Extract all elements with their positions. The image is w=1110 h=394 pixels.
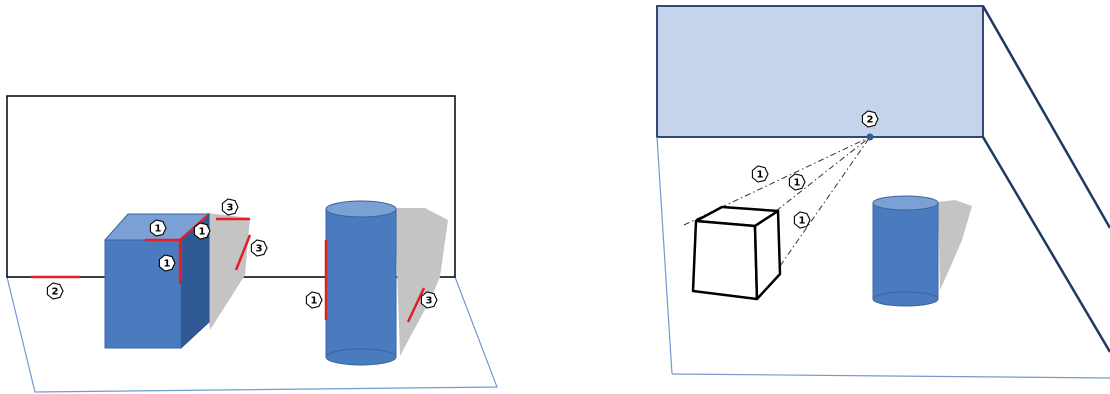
right-cylinder-shadow [938, 200, 972, 290]
left-cube-shadow [207, 213, 250, 330]
right-back-wall [656, 5, 984, 138]
right-wireframe-cube [691, 205, 782, 301]
marker-label: 3 [426, 296, 433, 307]
marker-left-shadow-top: 3 [221, 198, 239, 216]
marker-label: 1 [311, 296, 318, 307]
marker-label: 1 [164, 259, 171, 270]
left-red-cube-diagonal [179, 215, 208, 241]
marker-left-cube-vertical-edge: 1 [158, 254, 176, 272]
marker-label: 1 [199, 227, 206, 238]
marker-left-cube-top-edge: 1 [149, 219, 167, 237]
vanishing-point-dot [866, 133, 874, 141]
right-wall-bottom-edge [981, 136, 1110, 353]
marker-label: 3 [227, 203, 234, 214]
marker-label: 1 [155, 224, 162, 235]
marker-left-cylinder-edge: 1 [305, 291, 323, 309]
right-cylinder-bottom [872, 291, 939, 307]
left-scene: 1 1 1 1 2 3 3 3 [6, 95, 498, 393]
marker-right-converging-c: 1 [793, 211, 811, 229]
left-cylinder-bottom [325, 348, 397, 366]
right-floor-front-edge [671, 373, 1110, 379]
marker-left-cylinder-shadow: 3 [420, 291, 438, 309]
left-cylinder-top [325, 200, 397, 218]
right-wall-top-edge [981, 5, 1110, 229]
marker-label: 1 [794, 178, 801, 189]
left-red-shadow-diagonal [234, 234, 252, 271]
converging-line-b [775, 136, 871, 212]
marker-left-cube-right-edge: 1 [193, 222, 211, 240]
right-scene: 2 1 1 1 [656, 5, 1110, 379]
marker-right-converging-b: 1 [788, 173, 806, 191]
left-cylinder-body [325, 208, 397, 358]
converging-line-a [683, 136, 871, 226]
marker-right-converging-a: 1 [751, 165, 769, 183]
marker-label: 3 [256, 244, 263, 255]
marker-left-shadow-diagonal: 3 [250, 239, 268, 257]
marker-left-horizon: 2 [46, 282, 64, 300]
left-cylinder-shadow [395, 208, 448, 356]
marker-label: 1 [799, 216, 806, 227]
marker-label: 1 [757, 170, 764, 181]
marker-label: 2 [867, 115, 874, 126]
right-floor-left-edge [656, 136, 673, 375]
right-cylinder-body [872, 202, 939, 300]
marker-right-vanishing-point: 2 [861, 110, 879, 128]
left-red-cylinder-shadow [406, 287, 426, 323]
right-cylinder-top [872, 195, 939, 211]
marker-label: 2 [52, 287, 59, 298]
